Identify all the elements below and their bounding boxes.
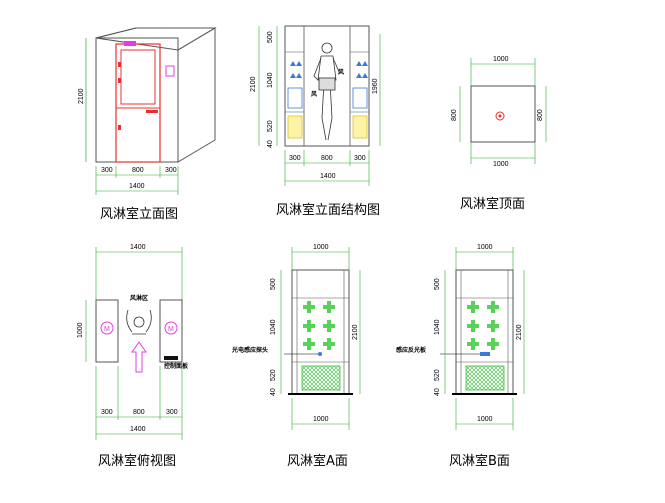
elevation-w3: 300 (165, 167, 177, 174)
top-height-left: 800 (451, 109, 458, 121)
plan-zone-label: 风淋区 (130, 294, 148, 302)
face-b-reflector-icon (480, 352, 490, 356)
face-a-v1040: 1040 (270, 319, 277, 335)
top-fan-icon (495, 111, 505, 121)
face-b-mesh (465, 365, 505, 391)
plan-w2: 800 (133, 409, 145, 416)
elevation-view: 2100 300 800 300 1400 风淋室立面图 (78, 27, 217, 222)
elevation-door-handle (146, 110, 158, 113)
structure-view: 风 风 500 1040 520 40 2100 1960 300 800 30… (250, 25, 381, 218)
plan-view: 1400 M M 风淋区 控制面板 1000 300 800 300 1400 … (77, 244, 189, 469)
face-a-sensor-icon (318, 352, 322, 356)
face-b-h2100: 2100 (516, 324, 523, 340)
elevation-total: 1400 (129, 183, 145, 190)
structure-v500: 500 (267, 31, 274, 43)
structure-w2: 800 (321, 155, 333, 162)
structure-total: 1400 (320, 173, 336, 180)
face-b-nozzles (467, 301, 499, 350)
plan-w1: 300 (101, 409, 113, 416)
person-figure-icon (313, 42, 341, 141)
face-b-bottom-width: 1000 (477, 416, 493, 423)
structure-h2100: 2100 (250, 76, 257, 92)
structure-h1960: 1960 (372, 78, 379, 94)
elevation-side-panel (177, 27, 216, 163)
elevation-height-label: 2100 (78, 88, 85, 104)
face-a-view: 1000 光电感应探头 500 1040 520 40 2100 1000 风淋… (231, 244, 361, 469)
caption-structure: 风淋室立面结构图 (276, 202, 380, 218)
face-a-v40: 40 (270, 388, 277, 396)
top-height-right: 800 (537, 109, 544, 121)
face-b-view: 1000 感应反光板 500 1040 520 40 2100 1000 风淋室… (396, 244, 525, 469)
plan-control-box (164, 356, 178, 360)
structure-w1: 300 (289, 155, 301, 162)
elevation-w1: 300 (101, 167, 113, 174)
caption-plan: 风淋室俯视图 (98, 453, 176, 469)
svg-text:M: M (168, 326, 174, 333)
structure-v40: 40 (267, 140, 274, 148)
face-a-v500: 500 (270, 278, 277, 290)
face-a-bottom-width: 1000 (313, 416, 329, 423)
face-a-top-width: 1000 (313, 244, 329, 251)
face-b-v40: 40 (434, 388, 441, 396)
plan-badge-left (100, 321, 114, 335)
caption-face-a: 风淋室A面 (287, 453, 348, 469)
plan-left-wall (95, 299, 119, 363)
top-width-bottom: 1000 (493, 161, 509, 168)
plan-w3: 300 (166, 409, 178, 416)
top-width-top: 1000 (493, 56, 509, 63)
plan-right-wall (159, 299, 183, 363)
elevation-lamp (124, 41, 136, 46)
face-a-h2100: 2100 (352, 324, 359, 340)
elevation-roof (95, 27, 217, 51)
face-a-v520: 520 (270, 369, 277, 381)
plan-control-label: 控制面板 (164, 362, 189, 370)
caption-top: 风淋室顶面 (460, 196, 525, 212)
top-view: 1000 1000 800 800 风淋室顶面 (451, 56, 547, 212)
face-b-v520: 520 (434, 369, 441, 381)
svg-text:风: 风 (311, 90, 317, 98)
plan-left-height: 1000 (77, 322, 84, 338)
elevation-panel (165, 65, 175, 77)
face-b-top-width: 1000 (477, 244, 493, 251)
svg-text:M: M (104, 326, 110, 333)
plan-total: 1400 (130, 426, 146, 433)
face-a-mesh (301, 365, 341, 391)
plan-top-width: 1400 (130, 244, 146, 251)
face-a-sensor-label: 光电感应探头 (231, 346, 268, 354)
caption-elevation: 风淋室立面图 (100, 206, 178, 222)
elevation-door-window (120, 49, 156, 105)
structure-fan-left (287, 87, 303, 109)
elevation-w2: 800 (132, 167, 144, 174)
face-b-v1040: 1040 (434, 319, 441, 335)
elevation-front (95, 37, 179, 163)
face-b-v500: 500 (434, 278, 441, 290)
plan-person-top-icon (126, 309, 152, 335)
caption-face-b: 风淋室B面 (449, 453, 510, 469)
structure-w3: 300 (354, 155, 366, 162)
plan-badge-right (164, 321, 178, 335)
structure-frame (284, 25, 370, 147)
face-b-sensor-label: 感应反光板 (396, 346, 427, 354)
structure-v520: 520 (267, 120, 274, 132)
structure-v1040: 1040 (267, 72, 274, 88)
structure-airflow-arrows (290, 61, 368, 78)
plan-entry-arrow (131, 341, 147, 373)
elevation-door (115, 43, 161, 163)
top-roof (470, 85, 536, 143)
structure-fan-right (352, 87, 368, 109)
face-a-nozzles (303, 301, 335, 350)
svg-text:风: 风 (338, 68, 344, 76)
